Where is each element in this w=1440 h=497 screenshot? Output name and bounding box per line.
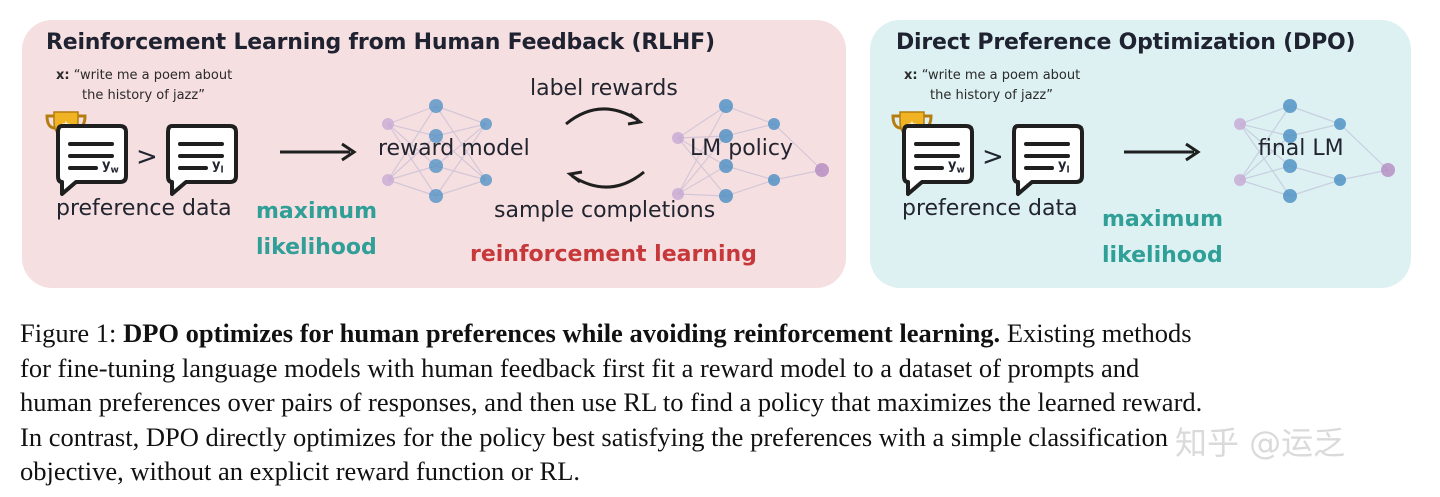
loser-response-icon (166, 124, 238, 196)
reward-model-label: reward model (378, 136, 530, 161)
rlhf-prompt-prefix: x: (56, 68, 70, 83)
rlhf-prompt-line2: the history of jazz” (82, 88, 205, 103)
reward-model-network-icon (382, 99, 492, 203)
caption-figure-label: Figure 1: (20, 318, 117, 348)
label-rewards-label: label rewards (530, 76, 678, 101)
dpo-loser-response-icon (1012, 124, 1084, 196)
sample-completions-label: sample completions (494, 198, 716, 223)
rlhf-preference-data-label: preference data (56, 196, 232, 221)
dpo-prompt: x: “write me a poem about the history of… (904, 66, 1114, 106)
dpo-ml-line2: likelihood (1102, 243, 1223, 268)
reinforcement-learning-label: reinforcement learning (470, 242, 757, 267)
dpo-loser-subscript: l (1066, 165, 1070, 176)
winner-subscript: w (110, 165, 119, 176)
dpo-greater-than-icon: > (982, 142, 1004, 172)
lm-policy-label: LM policy (690, 136, 793, 161)
winner-label: yw (102, 158, 119, 176)
dpo-maximum-likelihood: maximum likelihood (1102, 202, 1223, 274)
dpo-prompt-line1: “write me a poem about (921, 68, 1081, 83)
rlhf-ml-line1: maximum (256, 199, 378, 224)
dpo-preference-data-label: preference data (902, 196, 1078, 221)
greater-than-icon: > (136, 142, 158, 172)
caption-line-4: In contrast, DPO directly optimizes for … (20, 421, 1169, 452)
watermark: 知乎 @运乏 (1175, 424, 1346, 462)
rlhf-prompt-line1: “write me a poem about (73, 68, 233, 83)
dpo-prompt-line2: the history of jazz” (930, 88, 1053, 103)
figure-caption: Figure 1: DPO optimizes for human prefer… (20, 316, 1420, 489)
arrow-right-icon (280, 142, 357, 162)
caption-bold-summary: DPO optimizes for human preferences whil… (123, 318, 1001, 348)
dpo-ml-line1: maximum (1102, 207, 1224, 232)
final-lm-network-icon (1234, 99, 1395, 203)
dpo-prompt-prefix: x: (904, 68, 918, 83)
rlhf-title: Reinforcement Learning from Human Feedba… (46, 30, 715, 55)
dpo-loser-label: yl (1058, 158, 1070, 176)
dpo-winner-response-icon (902, 124, 974, 196)
caption-line-1-rest: Existing methods (1006, 318, 1192, 348)
caption-line-5: objective, without an explicit reward fu… (20, 456, 581, 486)
caption-line-2: for fine-tuning language models with hum… (20, 352, 1140, 383)
rlhf-ml-line2: likelihood (256, 235, 377, 260)
rlhf-prompt: x: “write me a poem about the history of… (56, 66, 266, 106)
dpo-arrow-right-icon (1124, 142, 1201, 162)
rlhf-maximum-likelihood: maximum likelihood (256, 194, 377, 266)
caption-line-3: human preferences over pairs of response… (20, 387, 1203, 417)
dpo-panel: Direct Preference Optimization (DPO) x: … (870, 20, 1411, 288)
dpo-winner-label: yw (948, 158, 965, 176)
caption-line-1: Figure 1: DPO optimizes for human prefer… (20, 316, 1420, 351)
dpo-title: Direct Preference Optimization (DPO) (896, 30, 1356, 55)
winner-response-icon (56, 124, 128, 196)
loser-label: yl (212, 158, 224, 176)
lm-policy-network-icon (672, 99, 829, 203)
loser-subscript: l (220, 165, 224, 176)
dpo-winner-subscript: w (956, 165, 965, 176)
rlhf-panel: Reinforcement Learning from Human Feedba… (22, 20, 846, 288)
final-lm-label: final LM (1258, 136, 1344, 161)
curved-arrow-top-icon (565, 107, 644, 126)
curved-arrow-bottom-icon (566, 170, 645, 189)
